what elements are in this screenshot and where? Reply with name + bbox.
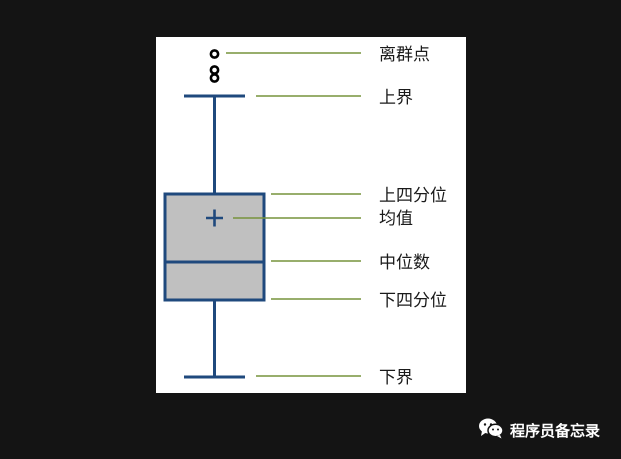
label-outliers: 离群点	[379, 45, 430, 65]
outlier-points	[209, 49, 220, 83]
outlier-point	[209, 49, 220, 59]
wechat-icon	[478, 417, 504, 443]
watermark: 程序员备忘录	[478, 416, 600, 444]
label-lower-whisker: 下界	[379, 368, 413, 388]
label-median: 中位数	[379, 253, 430, 273]
label-mean: 均值	[379, 209, 413, 229]
label-upper-whisker: 上界	[379, 88, 413, 108]
watermark-text: 程序员备忘录	[510, 421, 601, 440]
label-q3: 上四分位	[379, 186, 447, 206]
mean-marker	[206, 209, 223, 227]
outlier-point	[209, 73, 220, 83]
label-q1: 下四分位	[379, 291, 447, 311]
